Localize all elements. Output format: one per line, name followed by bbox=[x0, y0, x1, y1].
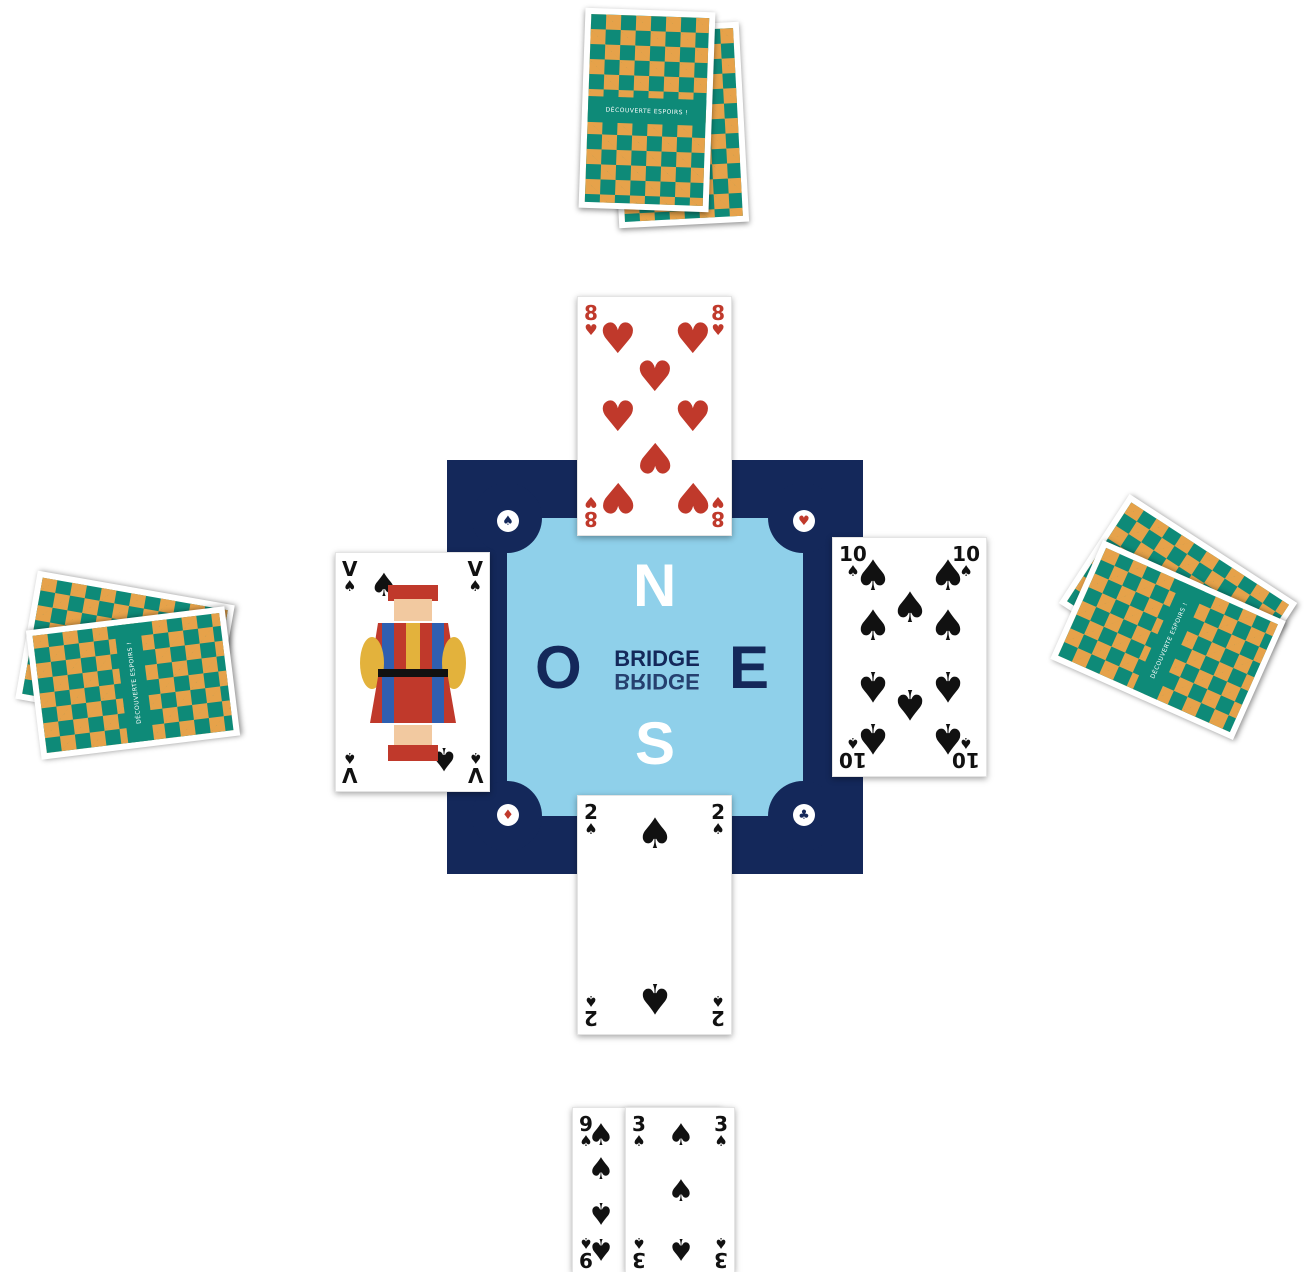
card-suit-icon: ♠ bbox=[632, 1134, 646, 1149]
west-label: O bbox=[535, 638, 582, 698]
card-rank: V bbox=[342, 559, 357, 579]
diamond-suit-icon: ♦ bbox=[497, 804, 519, 826]
spade-suit-icon: ♠ bbox=[497, 510, 519, 532]
card-rank: 8 bbox=[584, 303, 598, 323]
spade-pip-icon: ♠ bbox=[929, 717, 967, 759]
south-hand-card-3-spades[interactable]: 3♠ 3♠ 3♠ 3♠ ♠ ♠ ♠ bbox=[625, 1107, 735, 1272]
spade-pip-icon: ♠ bbox=[854, 605, 892, 647]
heart-pip-icon: ♥ bbox=[636, 356, 674, 398]
card-suit-icon: ♥ bbox=[584, 323, 598, 338]
card-suit-icon: ♠ bbox=[342, 579, 357, 594]
spade-pip-icon: ♠ bbox=[854, 555, 892, 597]
spade-pip-icon: ♠ bbox=[891, 683, 929, 725]
jack-figure-icon bbox=[358, 583, 469, 763]
card-rank: 3 bbox=[632, 1114, 646, 1134]
west-played-card: V♠ V♠ V♠ V♠ ♠ ♠ bbox=[335, 552, 490, 792]
north-label: N bbox=[633, 556, 676, 616]
west-hand-card-back-1: DÉCOUVERTE ESPOIRS ! bbox=[26, 606, 240, 759]
heart-pip-icon: ♥ bbox=[674, 476, 712, 518]
heart-pip-icon: ♥ bbox=[599, 318, 637, 360]
spade-pip-icon: ♠ bbox=[668, 1121, 695, 1151]
north-played-card: 8♥ 8♥ 8♥ 8♥ ♥ ♥ ♥ ♥ ♥ ♥ ♥ ♥ bbox=[577, 296, 732, 536]
spade-pip-icon: ♠ bbox=[929, 555, 967, 597]
south-played-card: 2♠ 2♠ 2♠ 2♠ ♠ ♠ bbox=[577, 795, 732, 1035]
card-back-text: DÉCOUVERTE ESPOIRS ! bbox=[588, 96, 707, 126]
heart-pip-icon: ♥ bbox=[636, 436, 674, 478]
brand-logo-mirror: BRIDGE bbox=[602, 670, 712, 692]
north-hand-card-back-1: DÉCOUVERTE ESPOIRS ! bbox=[579, 8, 716, 212]
spade-pip-icon: ♠ bbox=[929, 665, 967, 707]
heart-pip-icon: ♥ bbox=[599, 396, 637, 438]
spade-pip-icon: ♠ bbox=[668, 1233, 695, 1263]
spade-pip-icon: ♠ bbox=[588, 1233, 615, 1263]
spade-pip-icon: ♠ bbox=[929, 605, 967, 647]
heart-pip-icon: ♥ bbox=[599, 476, 637, 518]
east-played-card: 10♠ 10♠ 10♠ 10♠ ♠ ♠ ♠ ♠ ♠ ♠ ♠ ♠ ♠ ♠ bbox=[832, 537, 987, 777]
card-suit-icon: ♠ bbox=[584, 822, 598, 837]
spade-pip-icon: ♠ bbox=[636, 813, 674, 855]
spade-pip-icon: ♠ bbox=[668, 1177, 695, 1207]
spade-pip-icon: ♠ bbox=[636, 977, 674, 1019]
spade-pip-icon: ♠ bbox=[891, 587, 929, 629]
south-label: S bbox=[635, 714, 675, 774]
club-suit-icon: ♣ bbox=[793, 804, 815, 826]
spade-pip-icon: ♠ bbox=[854, 665, 892, 707]
card-rank: 2 bbox=[584, 802, 598, 822]
heart-suit-icon: ♥ bbox=[793, 510, 815, 532]
spade-pip-icon: ♠ bbox=[588, 1197, 615, 1227]
east-label: E bbox=[729, 638, 769, 698]
spade-pip-icon: ♠ bbox=[854, 717, 892, 759]
heart-pip-icon: ♥ bbox=[674, 396, 712, 438]
spade-pip-icon: ♠ bbox=[588, 1121, 615, 1151]
heart-pip-icon: ♥ bbox=[674, 318, 712, 360]
brand-logo: BRIDGE bbox=[602, 648, 712, 670]
spade-pip-icon: ♠ bbox=[588, 1155, 615, 1185]
